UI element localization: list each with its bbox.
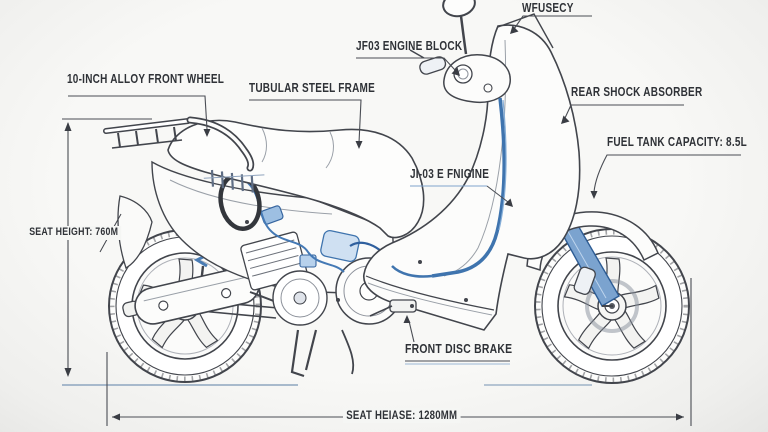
callout-engine-block-label: JF03 ENGINE BLOCK <box>356 39 463 53</box>
rear-rack <box>103 116 255 172</box>
callout-front-wheel-label: 10-INCH ALLOY FRONT WHEEL <box>67 72 225 86</box>
center-stand <box>290 329 355 378</box>
callout-front-brake-label: FRONT DISC BRAKE <box>405 341 513 356</box>
handlebar <box>409 49 511 104</box>
underfloor-brake-bracket <box>369 299 417 317</box>
mirror <box>442 0 476 55</box>
muffler <box>122 266 260 325</box>
dimension-wheelbase-label: SEAT HEIASE: 1280MM <box>343 408 461 423</box>
callout-engine-label: JI-03 E FNIGINE <box>410 167 490 181</box>
callout-rear-shock-label: REAR SHOCK ABSORBER <box>571 85 703 99</box>
callout-frame-label: TUBULAR STEEL FRAME <box>249 81 376 95</box>
front-fairing <box>363 13 581 331</box>
leader-arrowheads <box>203 25 598 323</box>
callout-handlebar-label: WFUSECY <box>522 1 574 15</box>
body-decal <box>203 169 265 193</box>
dimension-arrowheads <box>64 122 684 421</box>
frame-downtube <box>391 97 507 278</box>
front-brake-caliper <box>573 266 596 295</box>
callout-fuel-tank-label: FUEL TANK CAPACITY: 8.5L <box>607 135 748 149</box>
dimension-seat-height-label: SEAT HEIGHT: 760M <box>26 226 122 240</box>
leader-lines <box>68 15 741 365</box>
